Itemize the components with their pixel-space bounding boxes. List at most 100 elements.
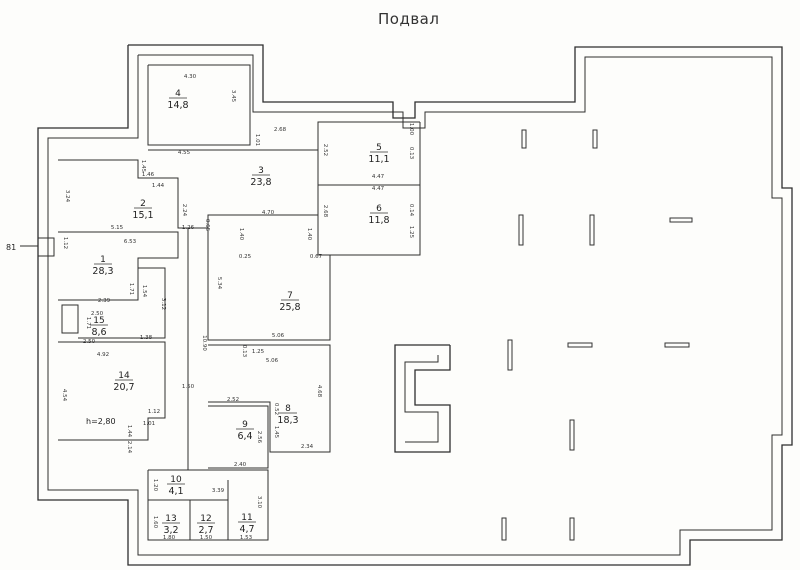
dimension-label: 3.12 xyxy=(160,298,166,310)
marker-label: 81 xyxy=(6,243,16,252)
column xyxy=(569,419,575,451)
wall-room8 xyxy=(208,344,331,453)
dimension-label: 1.01 xyxy=(143,421,155,427)
room-number: 6 xyxy=(376,204,382,214)
room-number: 12 xyxy=(200,514,211,524)
wall-room15 xyxy=(78,267,166,339)
dimension-label: 2.52 xyxy=(322,144,328,156)
dimension-label: 1.46 xyxy=(142,172,155,178)
wall-room2 xyxy=(58,159,318,229)
dimension-label: 1.25 xyxy=(252,349,265,355)
room-area: 8,6 xyxy=(91,327,106,338)
room-number: 2 xyxy=(140,199,146,209)
column xyxy=(518,214,524,246)
column xyxy=(501,517,507,541)
dimension-label: 1.50 xyxy=(182,384,195,390)
stair-core xyxy=(394,344,451,453)
column xyxy=(567,342,593,348)
dimension-label: 0.65 xyxy=(204,219,210,232)
column xyxy=(569,517,575,541)
dimension-label: 4.47 xyxy=(372,186,385,192)
room-area: 11,1 xyxy=(368,154,389,165)
wall-room9 xyxy=(208,405,269,469)
room-area: 6,4 xyxy=(237,431,252,442)
dimension-label: 4.70 xyxy=(262,210,275,216)
room-area: 4,1 xyxy=(168,486,183,497)
dimension-label: 1.00 xyxy=(408,123,414,136)
room-area: 14,8 xyxy=(167,100,188,111)
dimension-label: 1.45 xyxy=(273,426,279,439)
dimension-label: 1.71 xyxy=(128,283,134,295)
dimension-label: 4.55 xyxy=(178,150,191,156)
dimension-label: 0.14 xyxy=(408,204,414,217)
dimension-label: 2.50 xyxy=(91,311,104,317)
dimension-label: 3.24 xyxy=(64,190,70,203)
room-number: 8 xyxy=(285,404,291,414)
dimension-label: 4.68 xyxy=(316,385,322,398)
dimension-label: 3.39 xyxy=(212,488,225,494)
dimension-label: 1.44 xyxy=(152,183,165,189)
room-area: 15,1 xyxy=(132,210,153,221)
dimension-label: 4.92 xyxy=(97,352,109,358)
dimension-label: 2.52 xyxy=(227,397,239,403)
column xyxy=(669,217,693,223)
dimension-label: 6.53 xyxy=(124,239,137,245)
dimension-label: 10.90 xyxy=(201,335,207,351)
dimension-label: 3.45 xyxy=(230,90,236,103)
dimension-label: 2.68 xyxy=(274,127,287,133)
dimension-label: 2.50 xyxy=(83,339,96,345)
outer-wall-inner xyxy=(47,54,783,556)
room-number: 15 xyxy=(93,316,104,326)
dimension-label: 1.44 xyxy=(126,425,132,438)
room-number: 9 xyxy=(242,420,248,430)
column xyxy=(521,129,527,149)
dimension-label: 2.34 xyxy=(301,444,314,450)
dimension-label: 1.20 xyxy=(152,479,158,492)
dimension-label: 2.40 xyxy=(234,462,247,468)
dimension-label: 1.54 xyxy=(141,285,147,298)
dimension-label: 1.40 xyxy=(306,228,312,241)
room-area: 28,3 xyxy=(92,266,113,277)
wall-room4 xyxy=(147,64,251,146)
outer-wall-outer xyxy=(37,44,793,566)
wall-room14 xyxy=(58,341,166,441)
room-number: 14 xyxy=(118,371,130,381)
dimension-label: 1.50 xyxy=(200,535,213,541)
dimension-label: 2.39 xyxy=(98,298,111,304)
dimension-label: 2.24 xyxy=(181,204,187,217)
column xyxy=(592,129,598,149)
room-area: 4,7 xyxy=(239,524,254,535)
entrance-niche xyxy=(37,237,55,257)
dimension-label: 1.53 xyxy=(240,535,253,541)
dimension-label: 1.12 xyxy=(148,409,160,415)
wall-room1 xyxy=(58,231,179,301)
room-area: 18,3 xyxy=(277,415,298,426)
plan-title: Подвал xyxy=(378,10,440,28)
room-area: 2,7 xyxy=(198,525,213,536)
column xyxy=(507,339,513,371)
dimension-label: 5.15 xyxy=(111,225,124,231)
dimension-label: 1.71 xyxy=(85,317,91,329)
window-niche xyxy=(61,304,79,334)
dimension-label: 1.01 xyxy=(254,134,260,146)
column xyxy=(589,214,595,246)
dimension-labels: 4.303.454.552.681.011.451.461.443.242.24… xyxy=(61,74,414,541)
dimension-label: 1.26 xyxy=(182,225,195,231)
dimension-label: 5.06 xyxy=(266,358,279,364)
room-area: 11,8 xyxy=(368,215,389,226)
outer-walls xyxy=(37,44,793,566)
height-note: h=2,80 xyxy=(86,417,116,426)
room-area: 25,8 xyxy=(279,302,300,313)
room-number: 7 xyxy=(287,291,293,301)
room-number: 13 xyxy=(165,514,176,524)
dimension-label: 1.40 xyxy=(238,228,244,241)
dimension-label: 2.68 xyxy=(322,205,328,218)
dimension-label: 0.13 xyxy=(408,147,414,160)
columns xyxy=(501,129,693,541)
room-number: 3 xyxy=(258,166,264,176)
dimension-label: 1.45 xyxy=(140,160,146,173)
dimension-label: 5.06 xyxy=(272,333,285,339)
stair-core-inner xyxy=(404,355,439,443)
room-number: 4 xyxy=(175,89,181,99)
